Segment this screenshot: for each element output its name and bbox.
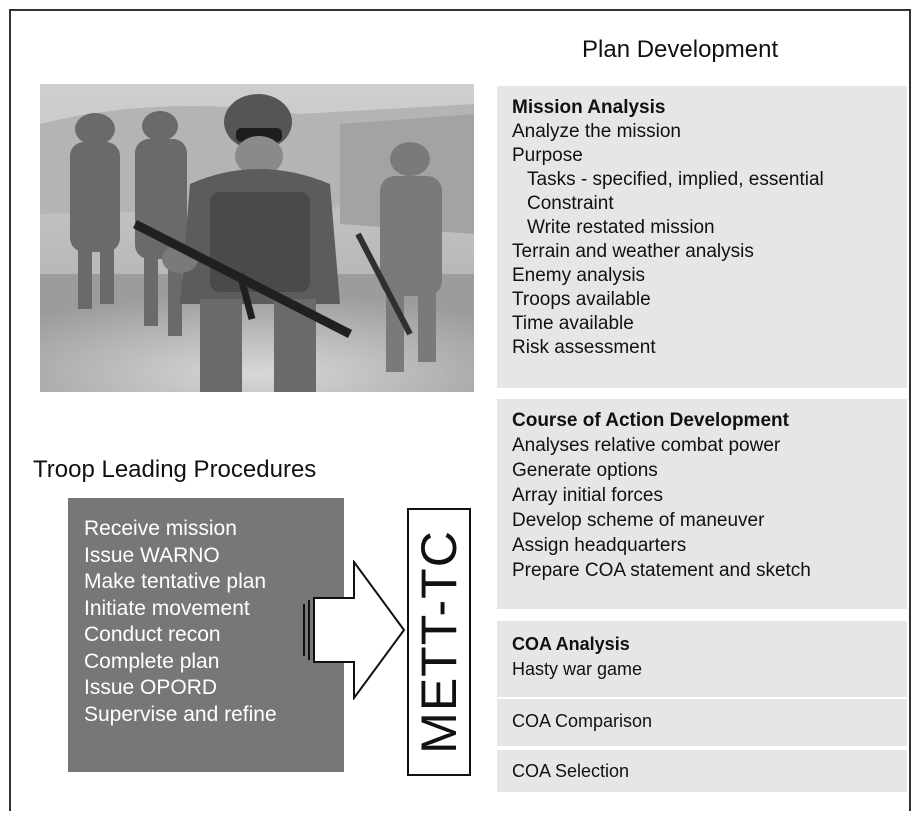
figure-frame (9, 9, 911, 811)
coa-development-item: Generate options (512, 460, 658, 481)
troop-leading-step: Issue OPORD (84, 676, 218, 699)
coa-analysis-item: Hasty war game (512, 659, 643, 679)
mission-analysis-item: Enemy analysis (512, 265, 646, 286)
mission-analysis-subitem: Constraint (527, 193, 614, 214)
troop-leading-step: Conduct recon (84, 623, 221, 646)
troop-leading-step: Issue WARNO (84, 543, 220, 567)
coa-development-item: Analyses relative combat power (512, 435, 781, 456)
mission-analysis-subitem: Write restated mission (527, 217, 715, 238)
mett-tc-label: METT-TC (411, 530, 467, 754)
arrow-icon (303, 560, 406, 700)
troop-leading-step: Make tentative plan (84, 570, 267, 593)
mission-analysis-item: Risk assessment (512, 337, 656, 358)
troop-leading-step: Complete plan (84, 649, 220, 673)
coa-development-item: Develop scheme of maneuver (512, 510, 765, 531)
troop-leading-step: Receive mission (84, 517, 237, 540)
soldiers-photo (40, 84, 474, 392)
mission-analysis-item: Terrain and weather analysis (512, 241, 754, 262)
mission-analysis-item: Analyze the mission (512, 121, 681, 142)
coa-analysis-panel: COA Analysis Hasty war game (497, 621, 907, 697)
mission-analysis-item: Purpose (512, 145, 583, 166)
coa-selection-panel: COA Selection (497, 750, 907, 792)
mission-analysis-item: Time available (512, 313, 634, 334)
coa-development-item: Array initial forces (512, 485, 663, 506)
mission-analysis-heading: Mission Analysis (512, 97, 666, 118)
mett-tc-box: METT-TC (407, 508, 471, 776)
troop-leading-step: Supervise and refine (84, 702, 277, 726)
coa-development-heading: Course of Action Development (512, 410, 789, 431)
coa-development-item: Assign headquarters (512, 535, 687, 556)
troop-leading-steps-box: Receive mission Issue WARNO Make tentati… (68, 498, 344, 772)
coa-selection-label: COA Selection (512, 761, 630, 781)
coa-analysis-heading: COA Analysis (512, 634, 630, 654)
plan-development-title: Plan Development (582, 36, 779, 63)
mission-analysis-subitem: Tasks - specified, implied, essential (527, 169, 824, 190)
troop-leading-title: Troop Leading Procedures (33, 456, 317, 483)
coa-comparison-label: COA Comparison (512, 711, 653, 731)
mission-analysis-panel: Mission Analysis Analyze the mission Pur… (497, 86, 907, 388)
coa-development-item: Prepare COA statement and sketch (512, 560, 811, 581)
mission-analysis-item: Troops available (512, 289, 651, 310)
coa-development-panel: Course of Action Development Analyses re… (497, 399, 907, 609)
troop-leading-step: Initiate movement (84, 596, 250, 620)
coa-comparison-panel: COA Comparison (497, 699, 907, 746)
